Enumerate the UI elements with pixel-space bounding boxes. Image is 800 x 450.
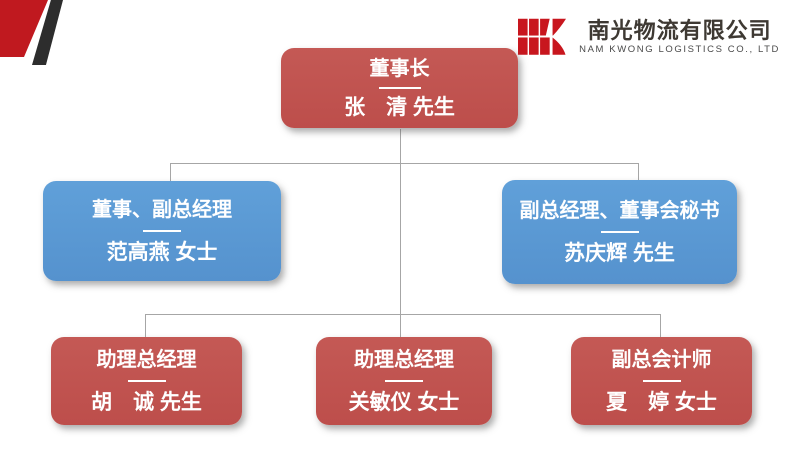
org-node-assistant-gm-1: 助理总经理 胡 诚 先生 <box>51 337 242 425</box>
org-node-assistant-gm-2: 助理总经理 关敏仪 女士 <box>316 337 492 425</box>
logo-text: 南光物流有限公司 NAM KWONG LOGISTICS CO., LTD <box>579 19 780 56</box>
org-node-person: 苏庆辉 先生 <box>564 241 675 265</box>
node-divider <box>378 86 421 89</box>
node-divider <box>143 229 181 232</box>
org-node-role: 助理总经理 <box>96 348 197 371</box>
org-node-person: 张 清 先生 <box>344 95 455 119</box>
org-node-deputy-chief-accountant: 副总会计师 夏 婷 女士 <box>571 337 752 425</box>
company-logo: 南光物流有限公司 NAM KWONG LOGISTICS CO., LTD <box>518 18 780 56</box>
org-node-deputy-gm-board-secretary: 副总经理、董事会秘书 苏庆辉 先生 <box>502 180 737 284</box>
connector-center-down <box>400 164 401 314</box>
connector-level3-right-drop <box>660 314 661 337</box>
org-node-person: 范高燕 女士 <box>106 240 218 264</box>
org-node-role: 副总会计师 <box>611 348 712 371</box>
org-node-chairman: 董事长 张 清 先生 <box>281 48 518 128</box>
logo-company-name-zh: 南光物流有限公司 <box>587 17 772 44</box>
org-node-role: 董事长 <box>369 57 430 80</box>
nam-kwong-logo-icon <box>518 18 567 55</box>
org-node-person: 胡 诚 先生 <box>91 390 202 414</box>
node-divider <box>385 379 423 382</box>
logo-company-name-en: NAM KWONG LOGISTICS CO., LTD <box>579 43 780 55</box>
connector-level3-middle-drop <box>400 314 401 337</box>
connector-level2-horizontal <box>170 163 639 164</box>
connector-level3-horizontal <box>145 314 661 315</box>
org-node-person: 关敏仪 女士 <box>348 390 460 414</box>
org-node-person: 夏 婷 女士 <box>606 390 717 414</box>
node-divider <box>642 379 681 382</box>
connector-chairman-down <box>400 129 401 163</box>
connector-level2-right-drop <box>638 163 639 180</box>
node-divider <box>127 379 166 382</box>
connector-level2-left-drop <box>170 163 171 181</box>
connector-level3-left-drop <box>145 314 146 337</box>
node-divider <box>600 230 639 233</box>
org-node-role: 副总经理、董事会秘书 <box>519 199 720 222</box>
org-node-director-deputy-gm: 董事、副总经理 范高燕 女士 <box>43 181 281 281</box>
org-node-role: 助理总经理 <box>354 348 454 371</box>
org-node-role: 董事、副总经理 <box>92 198 232 221</box>
